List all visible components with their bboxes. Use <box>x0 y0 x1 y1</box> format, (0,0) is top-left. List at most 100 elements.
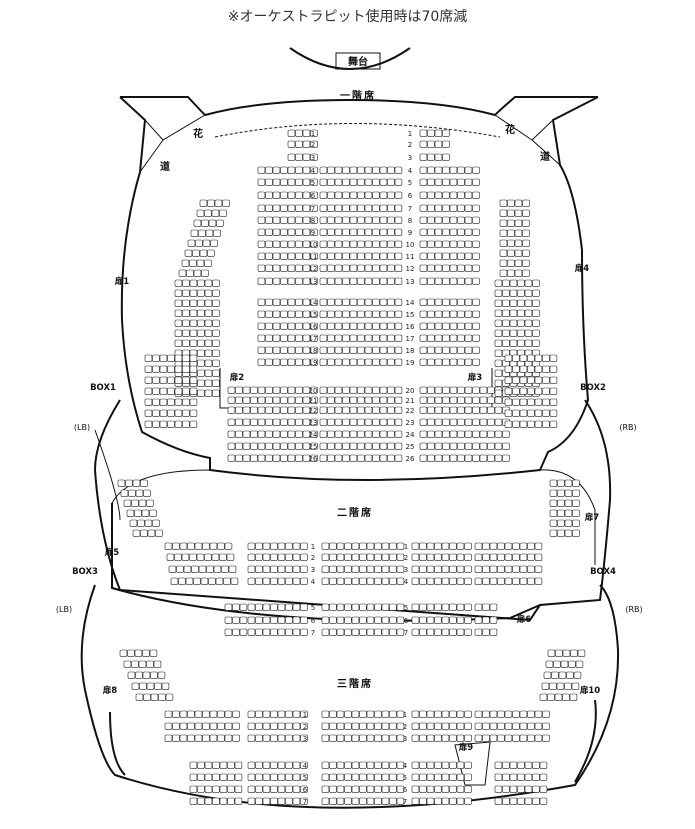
seat <box>427 264 435 272</box>
seat <box>457 346 465 354</box>
seat <box>247 773 256 781</box>
seat <box>357 166 365 174</box>
seat <box>394 240 403 248</box>
seat <box>302 216 311 224</box>
seat <box>219 209 227 217</box>
seat <box>224 710 233 718</box>
seat <box>302 418 311 426</box>
row-number-1f-right: 11 <box>406 253 415 261</box>
seat <box>379 240 388 248</box>
seat <box>270 542 278 550</box>
seat <box>336 722 345 730</box>
seat <box>351 773 360 781</box>
seat <box>411 773 420 781</box>
seat <box>255 542 263 550</box>
seat <box>235 396 243 404</box>
seat <box>132 529 141 537</box>
seat <box>396 722 405 730</box>
seat <box>205 229 214 237</box>
seat <box>310 153 318 161</box>
seat <box>300 797 308 805</box>
seat <box>234 785 243 793</box>
seat <box>442 140 450 148</box>
seat <box>389 761 397 769</box>
seat <box>327 406 335 414</box>
seat <box>292 773 301 781</box>
seat <box>512 398 520 406</box>
seat <box>280 178 288 186</box>
seat <box>519 565 528 573</box>
seat <box>349 298 358 306</box>
seat <box>357 204 365 212</box>
seat <box>374 710 382 718</box>
seat <box>198 229 206 237</box>
seat <box>504 365 513 373</box>
seat <box>319 442 328 450</box>
seat <box>457 264 465 272</box>
seat <box>212 369 220 377</box>
seat <box>204 797 213 805</box>
seat <box>411 553 420 561</box>
seat <box>272 240 281 248</box>
seat <box>189 339 198 347</box>
seat <box>321 734 330 742</box>
seat <box>372 386 380 394</box>
seat <box>472 358 480 366</box>
seat <box>494 349 503 357</box>
seat <box>357 310 365 318</box>
seat <box>507 259 515 267</box>
seat <box>334 346 343 354</box>
seat <box>449 264 458 272</box>
seat <box>321 761 330 769</box>
seat <box>262 734 271 742</box>
seat <box>179 722 188 730</box>
seat <box>442 252 450 260</box>
row-number-3f-left: 6 <box>303 786 308 794</box>
seat <box>456 785 465 793</box>
seat <box>566 671 574 679</box>
seat <box>524 289 533 297</box>
seat <box>419 322 428 330</box>
seat <box>174 289 183 297</box>
seat <box>449 216 458 224</box>
seat <box>427 358 435 366</box>
seat <box>227 418 236 426</box>
seat <box>319 358 328 366</box>
seat <box>280 216 288 224</box>
seat <box>197 349 205 357</box>
seat <box>487 454 495 462</box>
seat <box>517 329 525 337</box>
seat <box>334 442 343 450</box>
seat <box>213 229 221 237</box>
seat <box>287 204 296 212</box>
seat <box>426 577 435 585</box>
seat <box>394 396 403 404</box>
seat <box>319 277 328 285</box>
seat <box>419 442 428 450</box>
seat <box>280 252 288 260</box>
seat <box>292 542 301 550</box>
seat <box>464 252 473 260</box>
seat <box>442 204 450 212</box>
seat <box>292 616 301 624</box>
seat <box>504 722 513 730</box>
seat <box>441 797 450 805</box>
seat <box>174 398 183 406</box>
seat <box>351 761 360 769</box>
seat <box>504 542 513 550</box>
lb-label-3f: (LB) <box>56 605 72 614</box>
seat <box>292 565 301 573</box>
row-number-1f-right: 17 <box>406 335 415 343</box>
row-number-3f-left: 2 <box>303 723 307 731</box>
seat <box>419 430 428 438</box>
seat <box>549 499 558 507</box>
seat <box>394 346 403 354</box>
seat <box>174 409 183 417</box>
seat <box>419 153 428 161</box>
seat <box>247 761 256 769</box>
seat <box>204 349 213 357</box>
seat <box>426 722 435 730</box>
box-1: BOX1 <box>90 383 116 393</box>
seat <box>434 785 442 793</box>
seat <box>562 649 571 657</box>
